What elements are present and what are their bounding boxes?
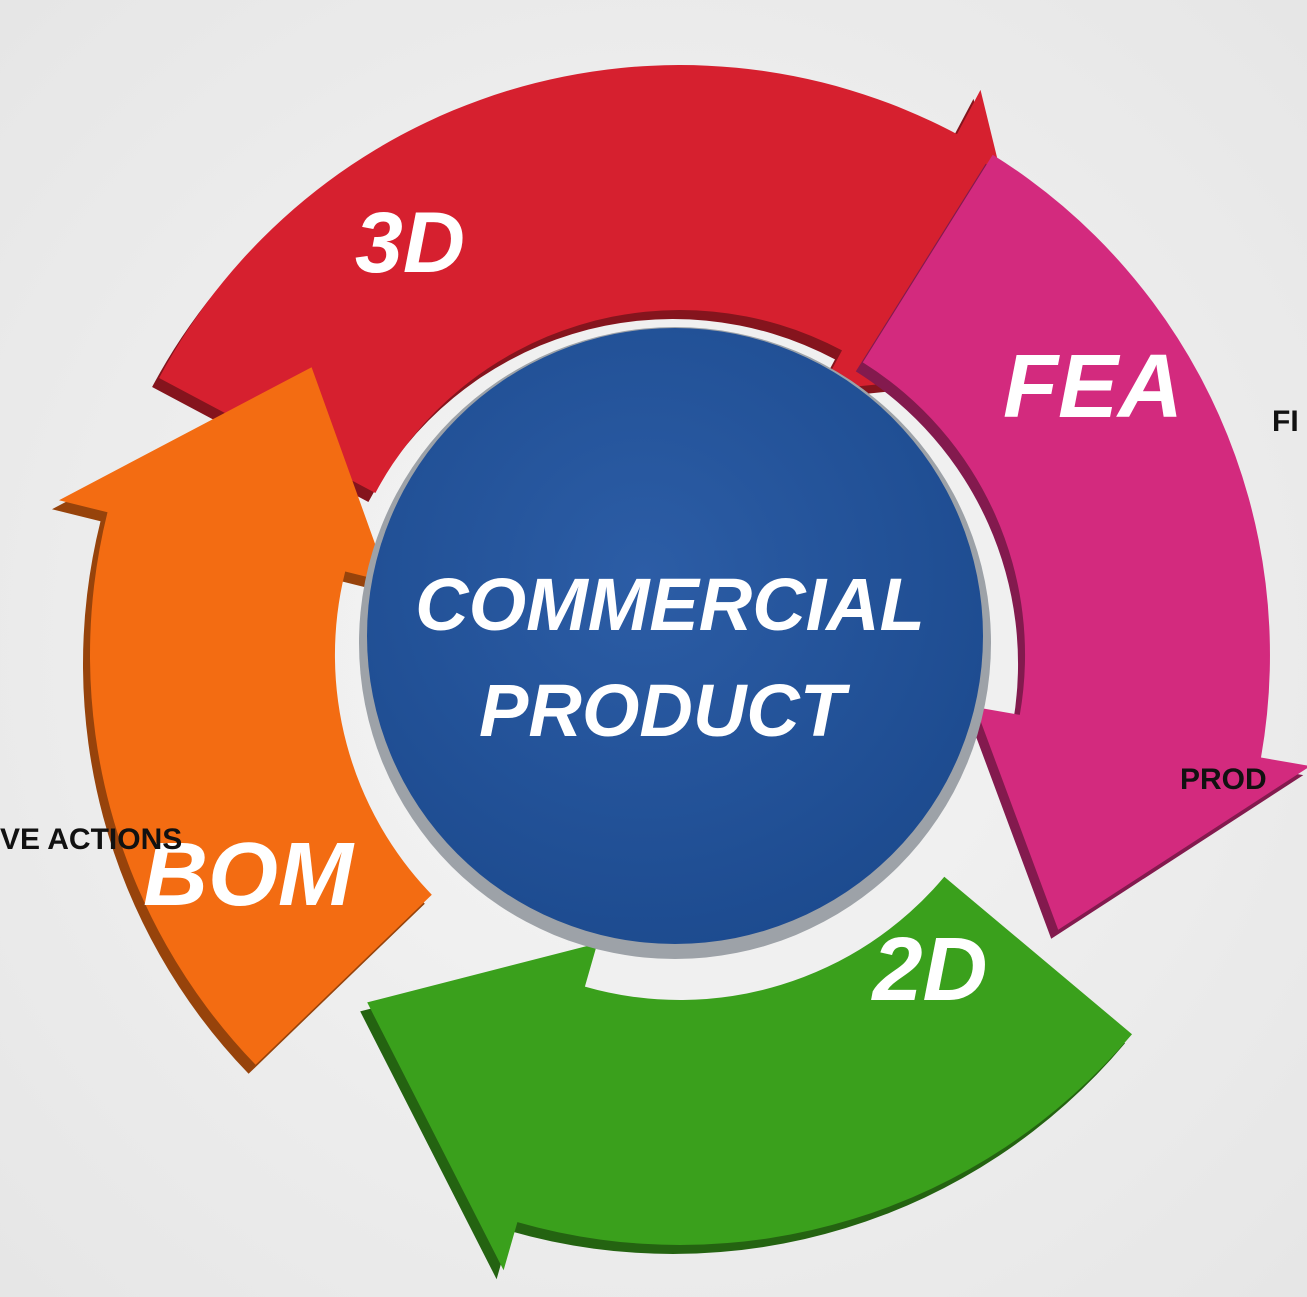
segment-label-3d: 3D	[355, 195, 465, 291]
center-disc-face	[367, 328, 983, 944]
side-label-right-bottom: PROD	[1180, 763, 1267, 796]
side-label-left-bottom: VE ACTIONS	[0, 823, 183, 856]
segment-label-2d: 2D	[870, 920, 987, 1020]
arrow-2d	[367, 876, 1132, 1271]
segment-label-fea: FEA	[1003, 337, 1183, 437]
arrow-bom	[59, 367, 432, 1065]
side-label-right-top: FI	[1272, 405, 1299, 438]
segment-label-bom: BOM	[143, 825, 355, 925]
center-label-line2: PRODUCT	[479, 669, 851, 752]
center-label-line1: COMMERCIAL	[415, 563, 925, 646]
arrow-fea	[862, 154, 1307, 930]
center-disc	[359, 327, 991, 959]
